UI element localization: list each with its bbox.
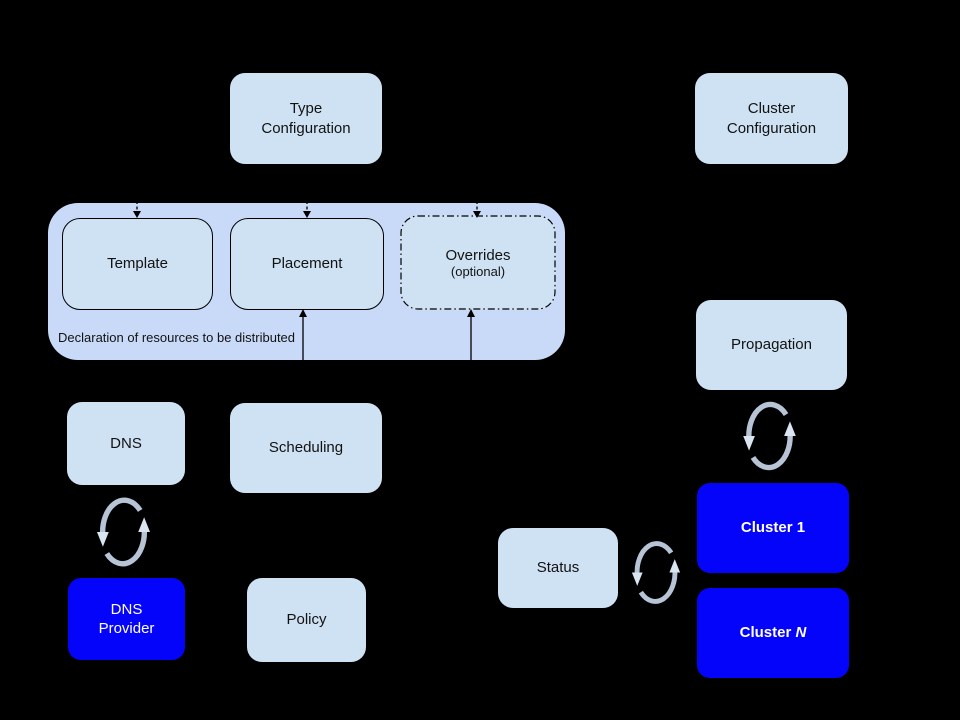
propagation-sync-icon [743,401,796,471]
node-dns-provider: DNS Provider [68,578,185,660]
node-overrides: Overrides (optional) [400,215,556,310]
cluster-n-label: Cluster N [739,624,807,642]
dash-dot-border [400,215,556,310]
node-cluster-1: Cluster 1 [697,483,849,573]
status-sync-icon [631,541,681,604]
node-cluster-n: Cluster N [697,588,849,678]
node-status: Status [498,528,618,608]
declaration-caption: Declaration of resources to be distribut… [58,330,296,345]
declaration-group: Template Placement Overrides (optional) … [48,203,565,360]
connector-policy-to-overrides [467,309,475,360]
connector-typeconfig-to-template [133,201,141,218]
node-scheduling: Scheduling [230,403,382,493]
node-placement: Placement [230,218,384,310]
node-propagation: Propagation [696,300,847,390]
node-type-configuration: Type Configuration [230,73,382,164]
connector-typeconfig-to-overrides [473,201,481,218]
node-dns: DNS [67,402,185,485]
node-policy: Policy [247,578,366,662]
connector-scheduling-to-placement [299,309,307,360]
connector-typeconfig-to-placement [303,201,311,218]
node-template: Template [62,218,213,310]
node-cluster-configuration: Cluster Configuration [695,73,848,164]
overrides-title: Overrides [445,246,511,264]
overrides-subtitle: (optional) [450,264,506,280]
dns-sync-icon [96,497,151,567]
